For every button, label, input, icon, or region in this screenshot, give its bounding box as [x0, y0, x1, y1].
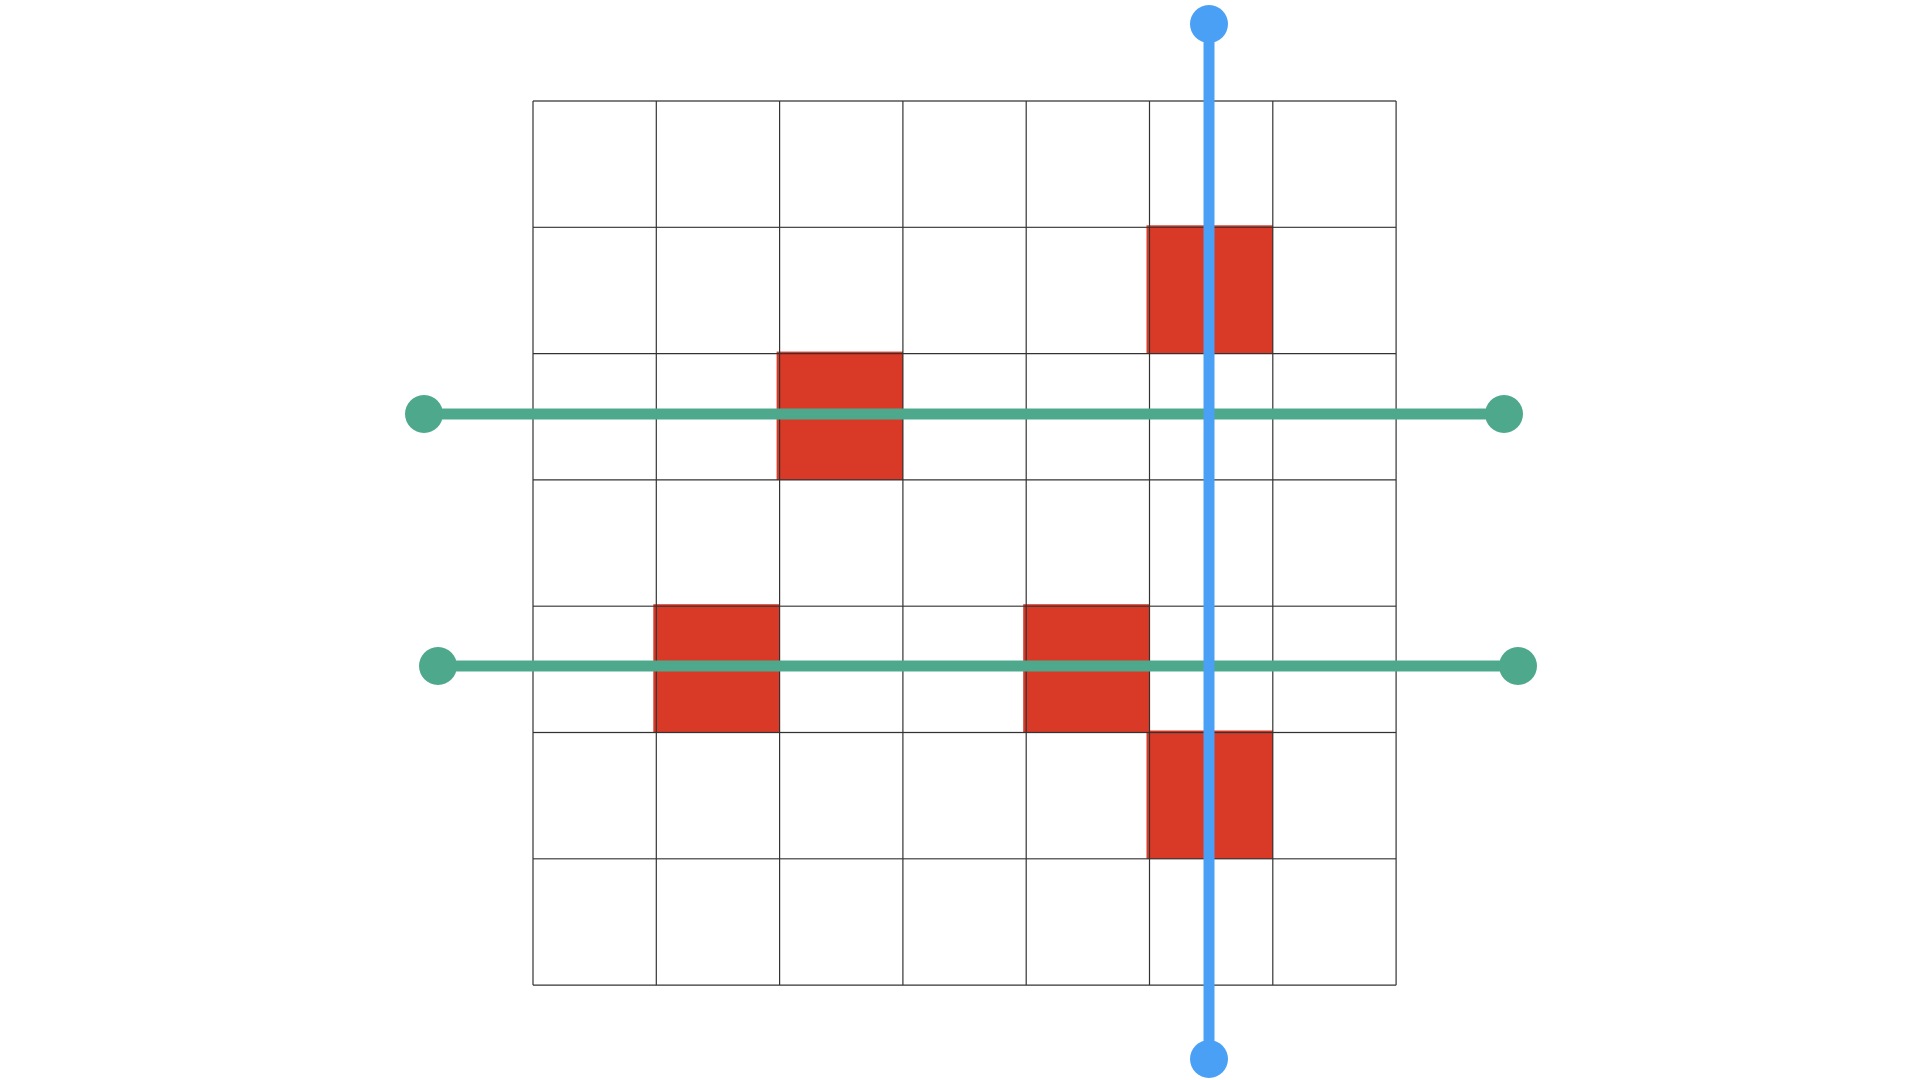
cut-lines-layer: [405, 5, 1537, 1078]
horizontal-line-1: [405, 395, 1523, 433]
vertical-line-1-handle-end: [1190, 1040, 1228, 1078]
grid-lines-layer: [532, 100, 1397, 986]
horizontal-line-2: [419, 647, 1537, 685]
horizontal-line-2-handle-end: [1499, 647, 1537, 685]
horizontal-line-1-handle-end: [1485, 395, 1523, 433]
horizontal-line-2-handle-start: [419, 647, 457, 685]
vertical-line-1-handle-start: [1190, 5, 1228, 43]
vertical-line-1: [1190, 5, 1228, 1078]
horizontal-line-1-handle-start: [405, 395, 443, 433]
